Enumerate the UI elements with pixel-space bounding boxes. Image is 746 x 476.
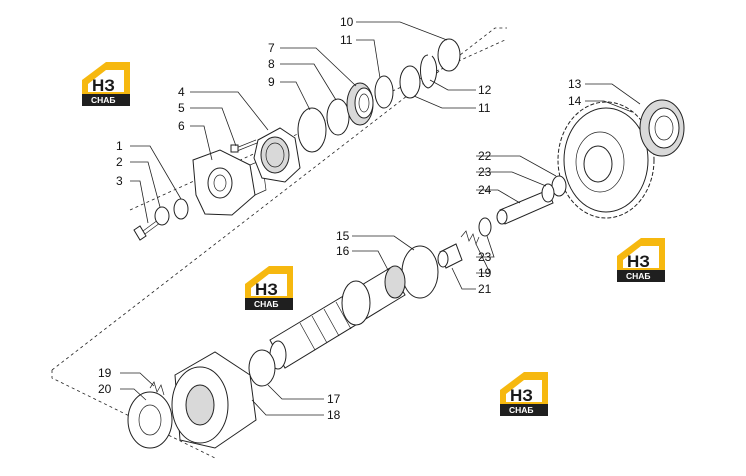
- oring-9: [297, 107, 327, 153]
- callout-20: 20: [98, 382, 112, 396]
- oring-15: [401, 245, 439, 299]
- callout-24: 24: [478, 183, 492, 197]
- spring-19a: [460, 230, 480, 246]
- callout-4: 4: [178, 85, 185, 99]
- callout-8: 8: [268, 57, 275, 71]
- ring-10: [437, 38, 461, 72]
- watermark-logo-icon: НЗ СНАБ: [82, 62, 130, 106]
- valve-21: [437, 243, 463, 269]
- bearing-7: [346, 82, 374, 126]
- watermark-logo-icon: НЗ СНАБ: [245, 266, 293, 310]
- callout-10: 10: [340, 15, 354, 29]
- callout-22: 22: [478, 149, 492, 163]
- callout-21: 21: [478, 282, 492, 296]
- housing-4: [253, 127, 301, 183]
- ring-11b: [399, 65, 421, 99]
- callout-19a: 19: [478, 266, 492, 280]
- callout-3: 3: [116, 174, 123, 188]
- svg-text:НЗ: НЗ: [255, 280, 278, 299]
- ring-8: [326, 98, 350, 136]
- callout-18: 18: [327, 408, 341, 422]
- svg-text:СНАБ: СНАБ: [254, 299, 279, 309]
- callout-17: 17: [327, 392, 341, 406]
- pin-24: [496, 189, 554, 225]
- ring-23b: [478, 217, 492, 237]
- ring-11a: [374, 75, 394, 109]
- callout-2: 2: [116, 155, 123, 169]
- washer-2: [154, 206, 170, 226]
- callout-9: 9: [268, 75, 275, 89]
- watermark-logo-icon: НЗ СНАБ: [500, 372, 548, 416]
- plate-20: [127, 391, 173, 449]
- callout-7: 7: [268, 41, 275, 55]
- svg-text:СНАБ: СНАБ: [509, 405, 534, 415]
- bearing-14: [639, 99, 685, 157]
- callout-11b: 11: [478, 101, 491, 115]
- callout-12: 12: [478, 83, 492, 97]
- spring-19b: [149, 381, 165, 396]
- callout-11a: 11: [340, 33, 353, 47]
- svg-text:НЗ: НЗ: [627, 252, 650, 271]
- callout-14: 14: [568, 94, 582, 108]
- svg-text:СНАБ: СНАБ: [626, 271, 651, 281]
- leader-lines: [120, 21, 641, 416]
- callout-15: 15: [336, 229, 350, 243]
- watermark-logo-icon: НЗ СНАБ: [617, 238, 665, 282]
- callout-23b: 23: [478, 250, 492, 264]
- svg-text:СНАБ: СНАБ: [91, 95, 116, 105]
- snap-ring-12: [420, 54, 438, 89]
- callout-19b: 19: [98, 366, 112, 380]
- svg-text:НЗ: НЗ: [510, 386, 533, 405]
- callout-1: 1: [116, 139, 123, 153]
- callout-6: 6: [178, 119, 185, 133]
- svg-text:НЗ: НЗ: [92, 76, 115, 95]
- screw-5: [230, 139, 258, 153]
- callout-13: 13: [568, 77, 582, 91]
- ring-23a: [541, 183, 555, 203]
- gear-13: [557, 101, 655, 219]
- callout-23a: 23: [478, 165, 492, 179]
- callout-5: 5: [178, 101, 185, 115]
- ring-1: [173, 198, 189, 220]
- ring-17: [248, 349, 276, 387]
- carrier-18: [171, 351, 257, 449]
- callout-16: 16: [336, 244, 350, 258]
